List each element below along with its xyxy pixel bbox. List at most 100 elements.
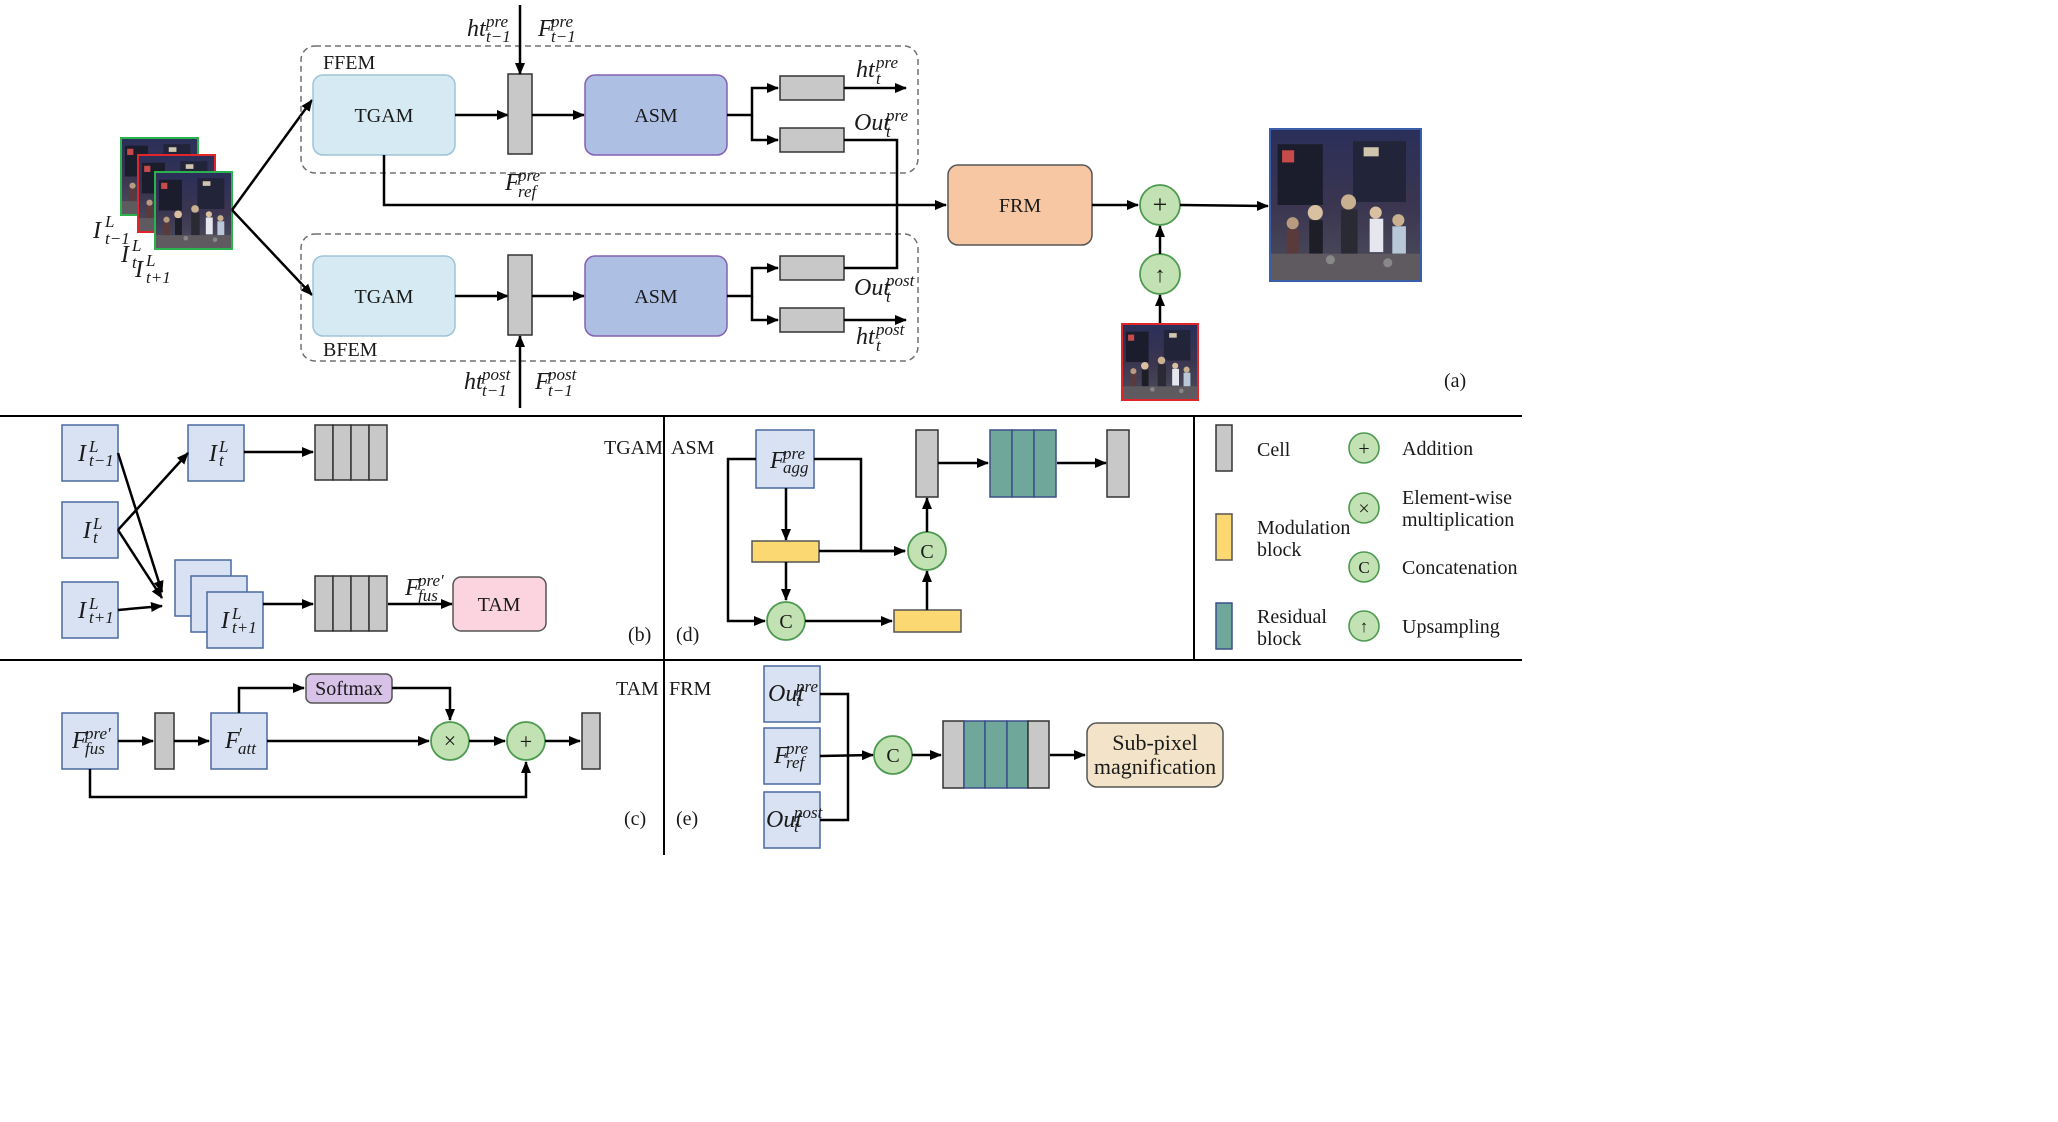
svg-text:′: ′ [238,724,242,743]
subpixel-label-2: magnification [1094,754,1216,779]
f-agg-label: F pre agg [769,444,809,477]
svg-text:L: L [88,594,98,613]
tam-f-fus-label: F pre′ fus [71,724,111,758]
svg-text:L: L [92,514,102,533]
arrow-prev-to-stack [116,452,164,593]
panel-a-tag: (a) [1444,370,1466,392]
svg-text:post: post [793,803,824,822]
arrow-softmax-to-mult [392,686,455,721]
svg-text:t: t [794,817,800,836]
arrow-merge-to-concat [819,750,874,761]
cell-out-pre [779,127,845,153]
legend-cell-label: Cell [1257,439,1291,461]
frm-out-post-label: Out post t [766,803,824,836]
asm-top-label: ASM [634,105,678,127]
svg-text:Out: Out [766,807,803,833]
svg-text:F: F [537,16,553,42]
legend: Cell Modulation block Residual block + A… [1215,424,1518,650]
input-frame-next [154,171,233,250]
svg-text:t: t [886,287,892,306]
legend-cell-swatch [1215,424,1233,472]
svg-text:t−1: t−1 [548,381,573,400]
addition-symbol: + [1153,190,1168,219]
panel-d: ASM (d) F pre agg C C [671,429,1130,646]
svg-text:pre: pre [795,677,818,696]
tam-f-att-block [210,712,268,770]
tgam-frame-cur-label: I L t [82,514,102,547]
svg-text:I: I [120,242,130,268]
svg-text:pre: pre [485,12,508,31]
svg-text:post: post [885,271,916,290]
svg-text:L: L [145,251,155,270]
arrow-cur-to-stack [116,529,164,599]
svg-text:t: t [876,69,882,88]
svg-text:I: I [134,257,144,283]
panel-e-title: FRM [669,678,711,700]
tgam-frame-next [61,581,119,639]
subpixel-block [1086,722,1224,788]
svg-text:L: L [231,604,241,623]
arrow-cur-to-top [117,452,189,531]
svg-text:+: + [1358,438,1369,460]
tam-cell-2 [581,712,601,770]
line-out-post [844,205,899,270]
svg-text:t−1: t−1 [486,27,511,46]
legend-modulation-label-1: Modulation [1257,517,1350,539]
legend-residual-label-2: block [1257,628,1301,650]
svg-text:F: F [404,575,420,601]
frm-out-pre-label: Out pre t [768,677,818,710]
svg-text:F: F [769,448,785,474]
svg-text:pre: pre [782,444,805,463]
concat-node-1-symbol: C [779,611,792,633]
legend-concat-label: Concatenation [1402,557,1518,579]
label-ht-pre-out: ht pre t [856,53,898,88]
stack-frame-3 [206,591,264,649]
svg-text:t: t [886,122,892,141]
label-out-pre: Out pre t [854,106,908,141]
residual-group-asm [989,429,1057,498]
panel-a: I L t−1 I L t I L t+1 FFEM TGAM ht pre t… [92,5,1466,408]
cell-top [507,73,533,155]
cell-ht-pre [779,75,845,101]
svg-text:ht: ht [464,369,484,395]
legend-upsampling-label: Upsampling [1402,616,1500,638]
svg-text:post: post [875,320,906,339]
svg-text:pre′: pre′ [417,571,444,590]
label-ht-post-prev: ht post t−1 [464,365,512,400]
label-f-fus-b: F pre′ fus [404,571,444,605]
svg-text:pre′: pre′ [84,724,111,743]
label-i-prev: I L t−1 [92,212,130,248]
frm-concat-symbol: C [886,745,899,767]
bfem-label: BFEM [323,339,378,361]
bfem-container [300,233,919,362]
arrow-agg-to-concat1 [726,457,766,626]
panel-e: FRM (e) Out pre t F pre ref Out post t C [669,665,1224,849]
svg-text:t: t [93,528,99,547]
tgam-frame-cur [61,501,119,559]
legend-concat-icon [1348,551,1380,583]
modulation-block-2 [893,609,962,633]
legend-addition-icon [1348,432,1380,464]
svg-text:t+1: t+1 [232,618,257,637]
label-out-post: Out post t [854,271,916,306]
legend-addition-label: Addition [1402,438,1473,460]
low-res-frame [1121,323,1199,401]
label-i-cur: I L t [120,236,141,272]
frm-f-ref-block [763,727,821,785]
arrow-to-tgam-top [230,99,314,211]
arrow-agg-to-concat2 [814,457,906,556]
svg-text:pre: pre [550,12,573,31]
tgam-top-label: TGAM [355,105,414,127]
arrow-asm-out-bottom [727,263,779,298]
label-i-next: I L t+1 [134,251,171,287]
svg-text:L: L [131,236,141,255]
tam-label: TAM [478,594,521,616]
tgam-bottom-label: TGAM [355,286,414,308]
tam-cell-1 [154,712,175,770]
svg-text:F: F [773,743,789,769]
svg-text:Out: Out [854,110,891,136]
modulation-block-1 [751,540,820,563]
cells-bottom-group [314,575,388,632]
upsampling-symbol: ↑ [1155,262,1166,287]
